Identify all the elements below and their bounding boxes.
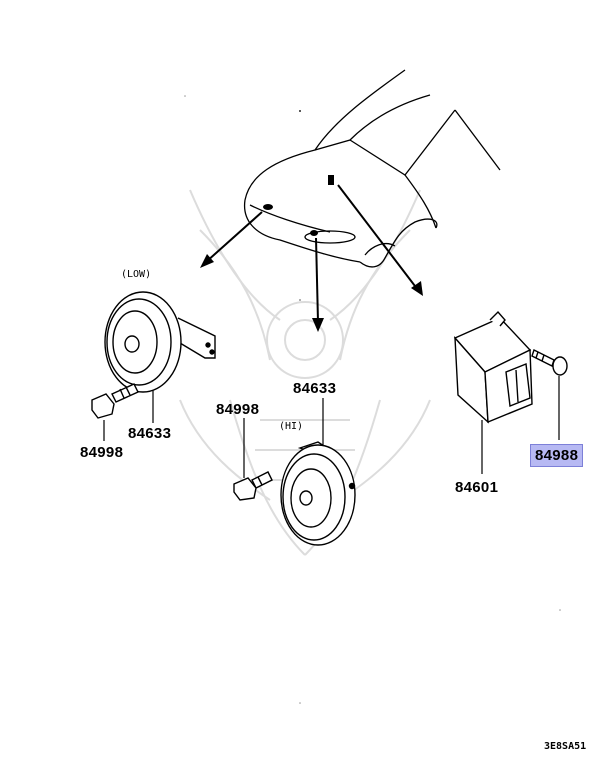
part-number-bolt-low[interactable]: 84998 xyxy=(80,444,124,461)
car-relay-mount xyxy=(328,175,334,185)
part-number-horn-hi[interactable]: 84633 xyxy=(293,380,337,397)
car-horn-mount-hi xyxy=(310,230,318,236)
bolt-low-drawing xyxy=(91,383,139,419)
car-horn-mount-low xyxy=(263,204,273,210)
car-outline xyxy=(243,69,501,268)
scan-specks xyxy=(184,95,561,704)
arrow-head-hi xyxy=(312,318,324,332)
part-number-bolt-hi[interactable]: 84998 xyxy=(216,401,260,418)
horn-low-drawing xyxy=(104,291,216,393)
arrow-head-low xyxy=(200,254,214,268)
label-low: (LOW) xyxy=(121,269,152,280)
part-number-screw-highlighted[interactable]: 84988 xyxy=(530,444,584,467)
diagram-code: 3E8SA51 xyxy=(544,741,587,752)
horn-hi-drawing xyxy=(280,441,356,546)
arrow-head-relay xyxy=(411,281,423,296)
bolt-hi-drawing xyxy=(233,471,273,501)
part-number-horn-low[interactable]: 84633 xyxy=(128,425,172,442)
horn-relay-drawing xyxy=(453,310,533,424)
label-hi: (HI) xyxy=(279,421,304,432)
part-number-relay[interactable]: 84601 xyxy=(455,479,499,496)
screw-drawing xyxy=(531,349,568,376)
location-arrows xyxy=(205,184,419,323)
